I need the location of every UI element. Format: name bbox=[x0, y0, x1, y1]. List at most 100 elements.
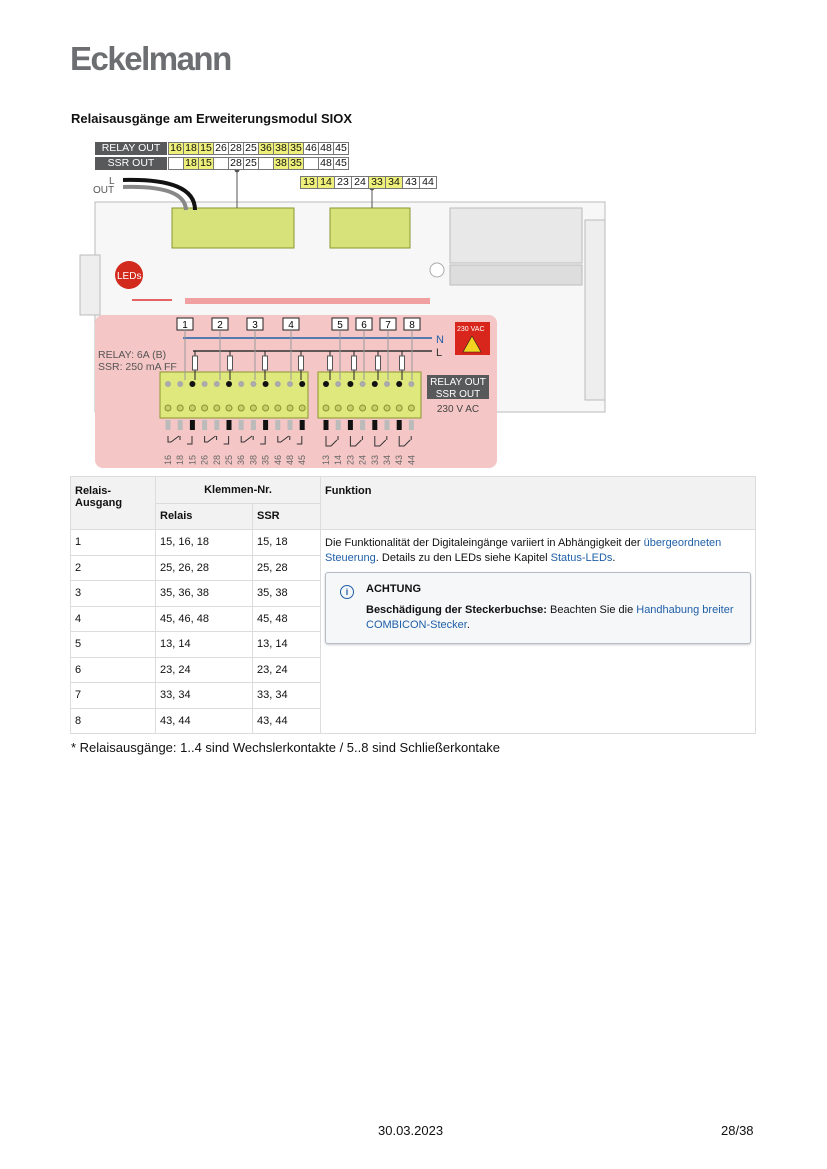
terminal-label: 36 bbox=[236, 455, 246, 465]
terminal-label: 15 bbox=[187, 455, 197, 465]
terminal-number-cell: 28 bbox=[228, 157, 244, 170]
cell-out: 2 bbox=[70, 554, 156, 581]
terminal-number-cell: 16 bbox=[168, 142, 184, 155]
terminal-number-cell: 25 bbox=[243, 157, 259, 170]
contact-indicator bbox=[384, 420, 390, 430]
output-number: 7 bbox=[385, 320, 391, 331]
eckelmann-logo: Eckelmann bbox=[70, 40, 232, 77]
terminal-screw bbox=[213, 404, 221, 412]
terminal-number-cell: 35 bbox=[288, 157, 304, 170]
terminal-contact bbox=[238, 381, 245, 387]
function-text: Die Funktionalität der Digitaleingänge v… bbox=[325, 537, 644, 549]
header-ssr: SSR bbox=[252, 502, 321, 530]
contact-indicator bbox=[177, 420, 183, 430]
terminal-block-relays-5-8 bbox=[317, 371, 422, 419]
terminal-label: 28 bbox=[212, 455, 222, 465]
fuse-icon bbox=[192, 355, 198, 371]
terminal-screw bbox=[334, 404, 342, 412]
fuse-icon bbox=[227, 355, 233, 371]
terminal-number-cell: 18 bbox=[183, 157, 199, 170]
contact-indicator bbox=[202, 420, 208, 430]
notice-text: Beachten Sie die bbox=[546, 604, 637, 616]
header-output: Relais-Ausgang bbox=[70, 476, 156, 530]
terminal-screw bbox=[286, 404, 294, 412]
terminal-label: 23 bbox=[345, 455, 355, 465]
normally-open-contact-icon bbox=[374, 436, 388, 447]
warning-label: 230 VAC bbox=[457, 326, 485, 333]
footnote: * Relaisausgänge: 1..4 sind Wechslerkont… bbox=[71, 740, 500, 755]
n-label: N bbox=[436, 334, 444, 346]
terminal-label: 38 bbox=[248, 455, 258, 465]
link-status-leds[interactable]: Status-LEDs bbox=[550, 552, 613, 564]
link-parent-controller[interactable]: übergeordneten Steuerung bbox=[325, 537, 722, 564]
terminal-number-cell: 23 bbox=[334, 176, 352, 189]
terminal-number-cell: 14 bbox=[317, 176, 335, 189]
terminal-number-cell: 38 bbox=[273, 157, 289, 170]
link-combicon-handling[interactable]: Handhabung breiter COMBICON-Stecker bbox=[366, 604, 734, 631]
terminal-number-cell: 48 bbox=[318, 157, 334, 170]
notice-text: . bbox=[466, 619, 470, 631]
cell-relay: 43, 44 bbox=[155, 707, 253, 734]
terminal-contact bbox=[408, 381, 415, 387]
fuse-icon bbox=[351, 355, 357, 371]
normally-open-contact-icon bbox=[325, 436, 339, 447]
changeover-contact-icon bbox=[240, 435, 266, 445]
cell-ssr: 15, 18 bbox=[252, 529, 321, 556]
cell-out: 3 bbox=[70, 580, 156, 607]
contact-indicator bbox=[214, 420, 220, 430]
terminal-contact bbox=[287, 381, 293, 387]
contact-indicator bbox=[238, 420, 244, 430]
terminal-contact bbox=[189, 381, 196, 387]
terminal-number-cell: 25 bbox=[243, 142, 259, 155]
terminal-number-cell: 48 bbox=[318, 142, 334, 155]
terminal-screw bbox=[237, 404, 245, 412]
l-label: L bbox=[436, 347, 442, 359]
cell-relay: 25, 26, 28 bbox=[155, 554, 253, 581]
terminal-screw bbox=[176, 404, 184, 412]
terminal-contact bbox=[384, 381, 390, 387]
function-text: . Details zu den LEDs siehe Kapitel bbox=[375, 552, 551, 564]
terminal-number-cell: 15 bbox=[198, 157, 214, 170]
contact-indicator bbox=[165, 420, 171, 430]
terminal-label: 16 bbox=[163, 455, 173, 465]
cell-out: 4 bbox=[70, 605, 156, 632]
terminal-contact bbox=[274, 381, 281, 387]
contact-indicator bbox=[263, 420, 269, 430]
output-number: 6 bbox=[361, 320, 367, 331]
cell-out: 1 bbox=[70, 529, 156, 556]
wire-l bbox=[122, 177, 197, 211]
terminal-number-cell bbox=[168, 157, 184, 170]
terminal-contact bbox=[323, 381, 329, 387]
terminal-screw bbox=[346, 404, 354, 412]
output-number: 8 bbox=[409, 320, 415, 331]
contact-indicator bbox=[323, 420, 329, 430]
contact-indicator bbox=[372, 420, 378, 430]
cell-ssr: 23, 24 bbox=[252, 656, 321, 683]
relay-outputs-table: Relais-Ausgang Klemmen-Nr. Funktion Rela… bbox=[70, 476, 756, 734]
terminal-label: 35 bbox=[261, 455, 271, 465]
ssr-rating: SSR: 250 mA FF bbox=[98, 361, 177, 373]
terminal-number-cell: 24 bbox=[351, 176, 369, 189]
contact-indicator bbox=[299, 420, 305, 430]
cell-relay: 15, 16, 18 bbox=[155, 529, 253, 556]
terminal-screw bbox=[225, 404, 233, 412]
terminal-contact bbox=[201, 381, 208, 387]
function-text: . bbox=[612, 552, 616, 564]
leds-marker bbox=[115, 261, 143, 289]
notice-title: ACHTUNG bbox=[366, 583, 421, 595]
terminal-number-cell bbox=[258, 157, 274, 170]
terminal-contact bbox=[299, 381, 306, 387]
output-number: 2 bbox=[217, 320, 223, 331]
terminal-contact bbox=[213, 381, 220, 387]
notice-bold: Beschädigung der Steckerbuchse: bbox=[366, 604, 547, 616]
terminal-label: 18 bbox=[175, 455, 185, 465]
terminal-screw bbox=[249, 404, 257, 412]
contact-indicator bbox=[335, 420, 341, 430]
terminal-screw bbox=[274, 404, 282, 412]
terminal-screw bbox=[298, 404, 306, 412]
